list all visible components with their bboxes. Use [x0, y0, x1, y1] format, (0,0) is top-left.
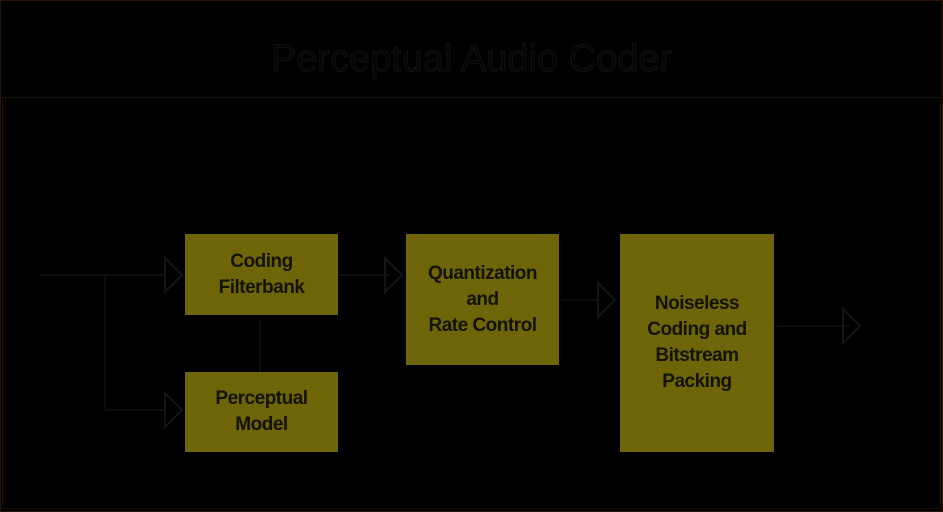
coding-filterbank-block: Coding Filterbank [185, 234, 338, 315]
block-label: Perceptual Model [215, 388, 308, 435]
arrow-icon [164, 390, 184, 430]
arrow-icon [164, 255, 184, 295]
input-line [40, 274, 165, 411]
perceptual-model-block: Perceptual Model [185, 372, 338, 452]
block-label: Quantization and Rate Control [427, 262, 538, 336]
arrow-icon [597, 280, 617, 320]
block-label: Noiseless Coding and Bitstream Packing [647, 293, 747, 392]
noiseless-coding-block: Noiseless Coding and Bitstream Packing [620, 234, 774, 452]
quantization-block: Quantization and Rate Control [406, 234, 559, 365]
arrow-icon [384, 255, 404, 295]
block-label: Coding Filterbank [218, 250, 305, 298]
diagram-panel [2, 97, 941, 509]
diagram-title: Perceptual Audio Coder [270, 38, 673, 81]
arrow-icon [842, 306, 862, 346]
